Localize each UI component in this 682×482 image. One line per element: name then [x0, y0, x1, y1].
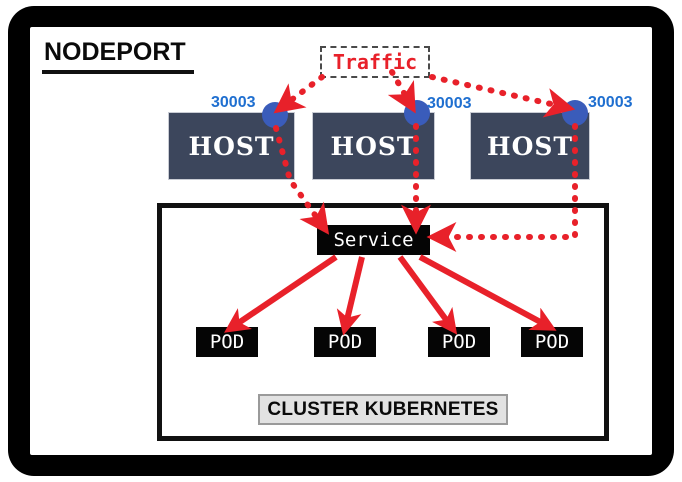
nodeport-number-1: 30003 — [211, 94, 256, 111]
pod-node-1: POD — [196, 327, 258, 357]
traffic-label-text: Traffic — [332, 50, 418, 74]
cluster-kubernetes-label: CLUSTER KUBERNETES — [258, 394, 508, 425]
traffic-label-box: Traffic — [320, 46, 430, 78]
page-title: NODEPORT — [44, 38, 186, 66]
nodeport-dot-1 — [262, 102, 288, 128]
pod-node-4: POD — [521, 327, 583, 357]
title-underline — [42, 70, 194, 74]
service-node: Service — [317, 225, 430, 255]
pod-node-3: POD — [428, 327, 490, 357]
nodeport-dot-3 — [562, 100, 588, 126]
cluster-boundary — [157, 203, 609, 441]
nodeport-number-2: 30003 — [427, 95, 472, 112]
nodeport-number-3: 30003 — [588, 94, 633, 111]
pod-node-2: POD — [314, 327, 376, 357]
